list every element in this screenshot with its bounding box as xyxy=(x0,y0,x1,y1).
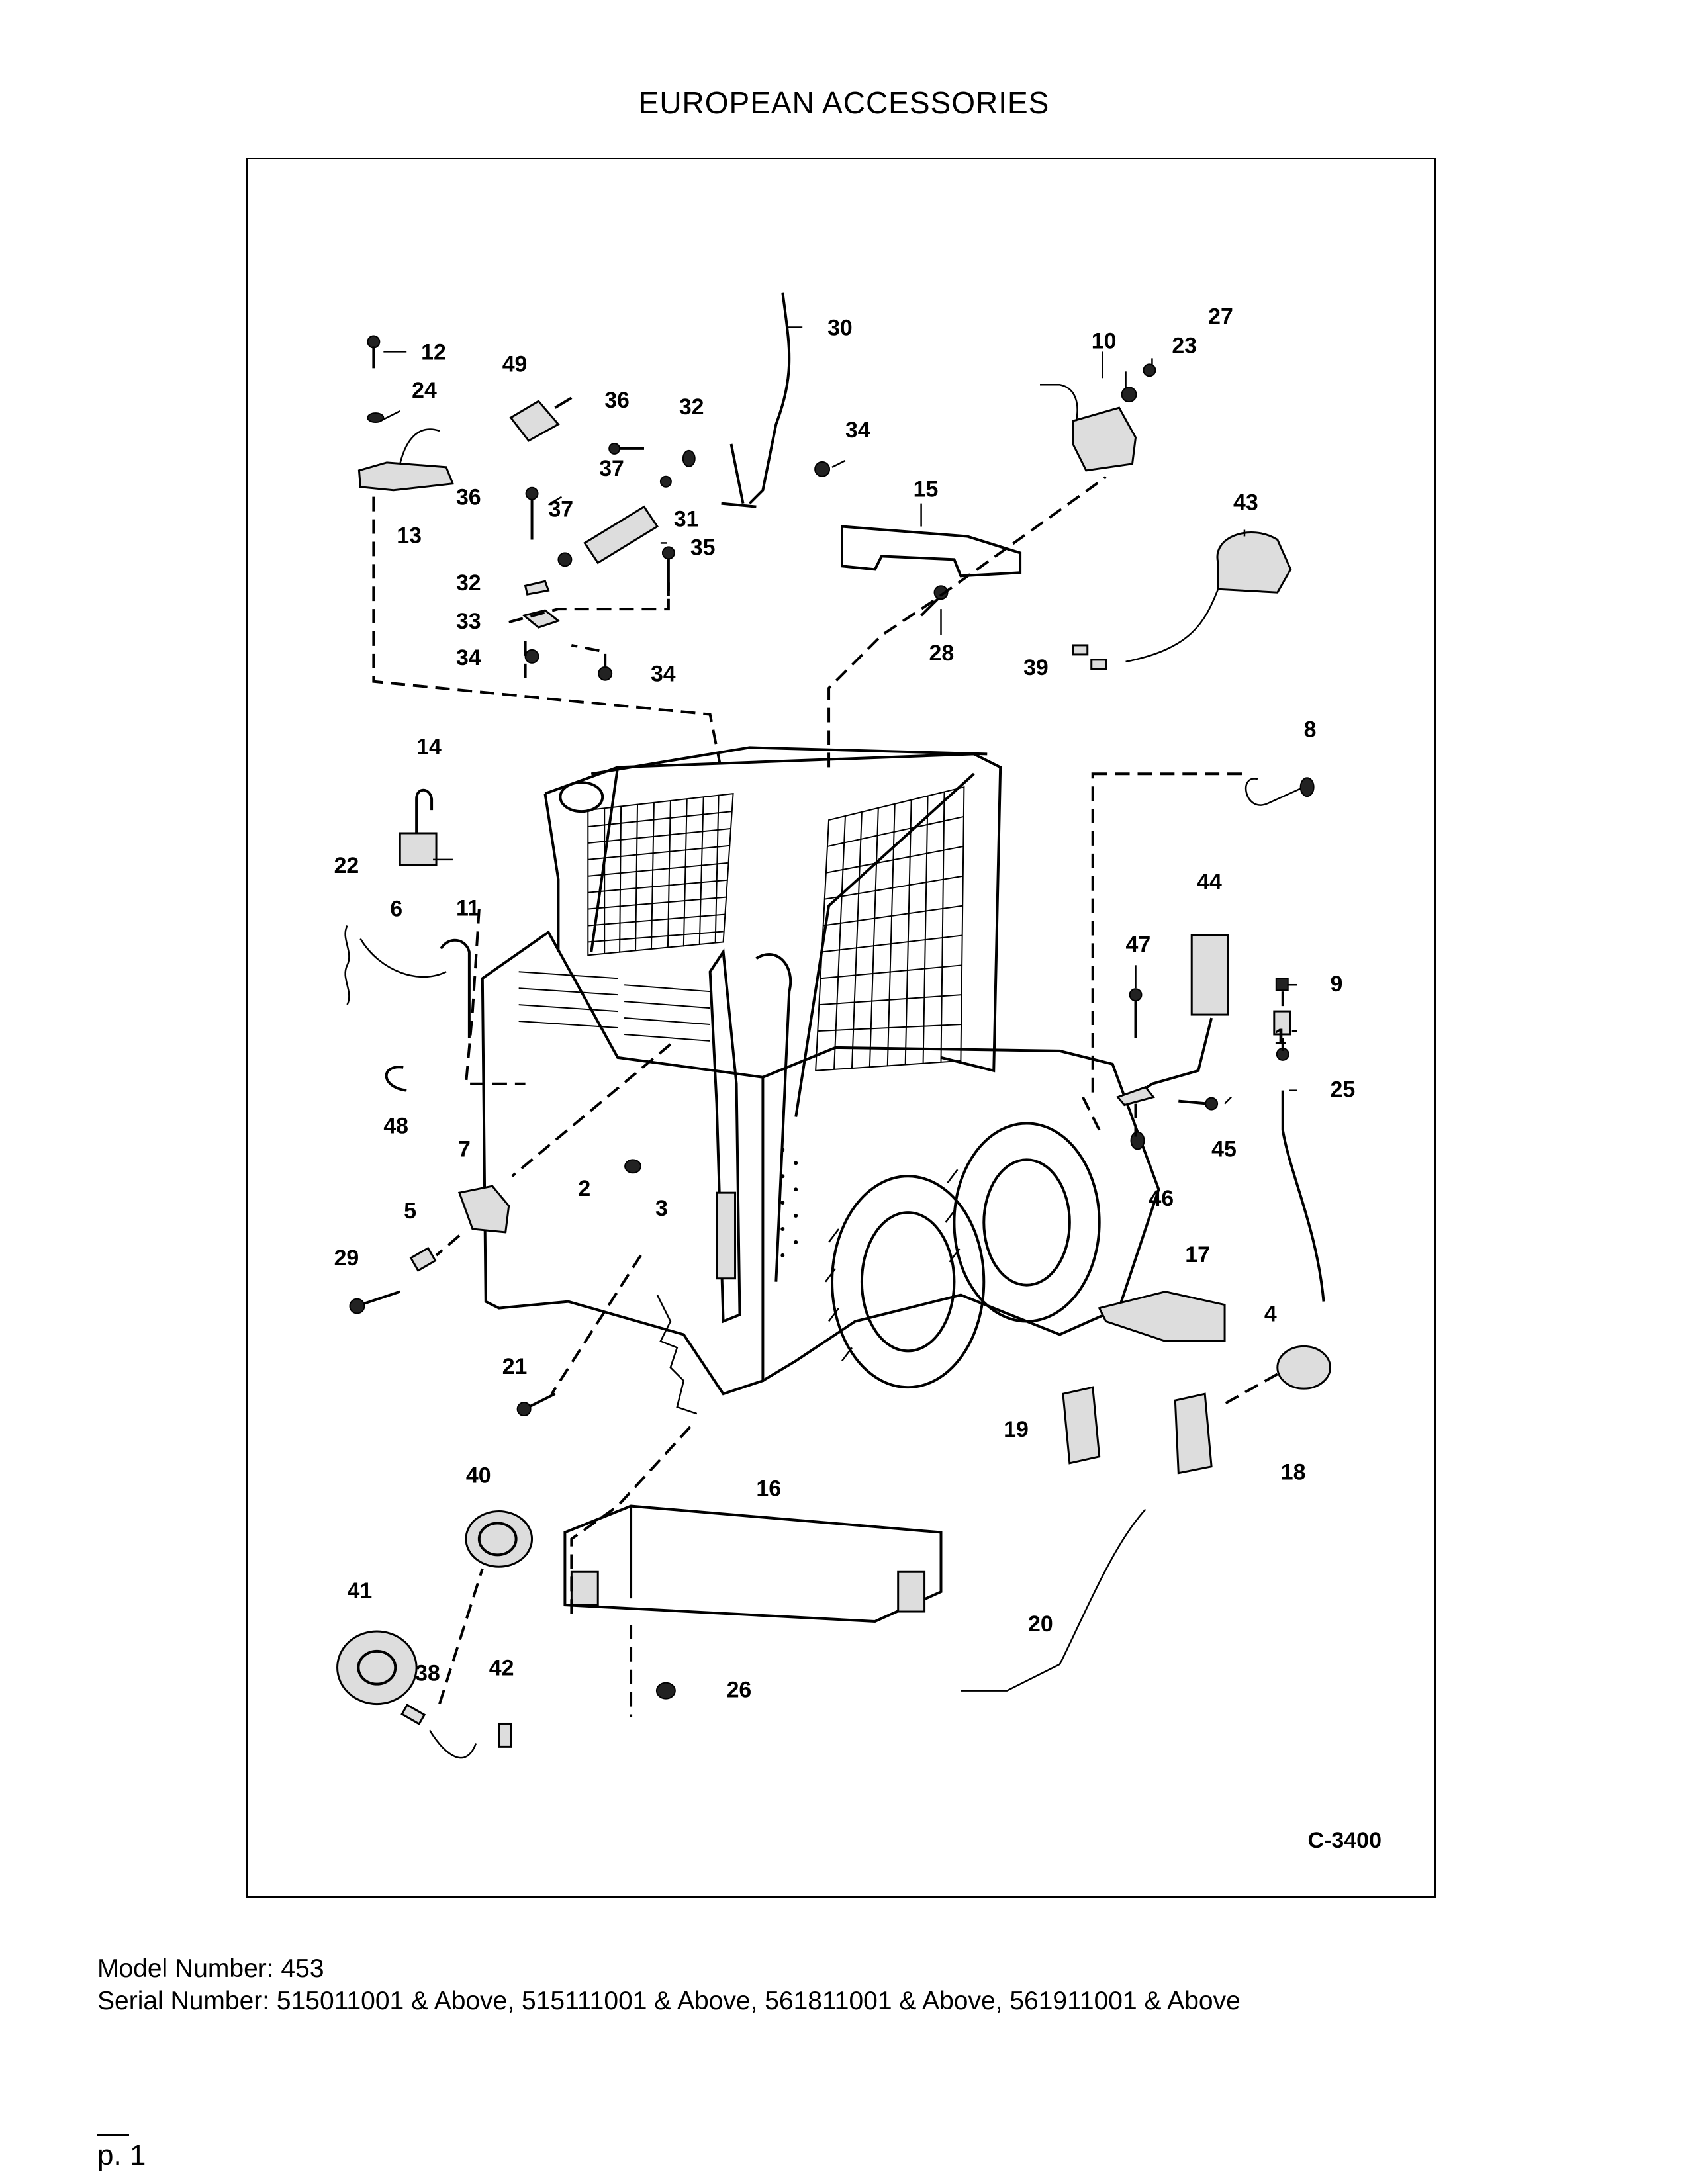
callout-label: 6 xyxy=(390,897,402,922)
callout-label: 13 xyxy=(397,523,422,548)
callout-label: 25 xyxy=(1331,1077,1356,1103)
callout-labels: 1 2 3 4 5 6 7 8 9 10 11 12 13 14 15 16 1… xyxy=(334,304,1356,1703)
callout-label: 42 xyxy=(489,1656,514,1681)
callout-label: 10 xyxy=(1092,328,1117,353)
callout-label: 18 xyxy=(1281,1460,1306,1485)
page-title: EUROPEAN ACCESSORIES xyxy=(638,85,1050,120)
callout-label: 21 xyxy=(502,1354,528,1379)
callout-label: 16 xyxy=(756,1477,781,1502)
parts-diagram: 1 2 3 4 5 6 7 8 9 10 11 12 13 14 15 16 1… xyxy=(246,158,1436,1898)
callout-label: 15 xyxy=(914,477,939,502)
callout-label: 34 xyxy=(845,418,870,443)
callout-label: 1 xyxy=(1274,1024,1287,1050)
page-number-rule xyxy=(97,2134,129,2136)
assembly-leader-lines xyxy=(372,476,1284,1717)
callout-label: 7 xyxy=(458,1136,471,1161)
callout-label: 31 xyxy=(674,507,699,532)
callout-label: 37 xyxy=(548,497,573,522)
callout-label: 24 xyxy=(412,378,437,403)
callout-label: 34 xyxy=(456,645,481,670)
callout-label: 39 xyxy=(1023,655,1049,680)
callout-label: 43 xyxy=(1233,490,1258,516)
exploded-view-drawing: 1 2 3 4 5 6 7 8 9 10 11 12 13 14 15 16 1… xyxy=(334,292,1356,1759)
callout-label: 46 xyxy=(1149,1186,1174,1211)
callout-label: 8 xyxy=(1304,717,1317,742)
callout-label: 32 xyxy=(456,570,481,596)
callout-label: 20 xyxy=(1028,1612,1053,1637)
callout-label: 37 xyxy=(599,456,624,481)
callout-label: 28 xyxy=(929,641,955,666)
model-number: Model Number: 453 xyxy=(97,1954,324,1983)
callout-label: 36 xyxy=(604,388,630,413)
callout-label: 33 xyxy=(456,609,481,634)
callout-label: 14 xyxy=(416,734,442,759)
callout-label: 29 xyxy=(334,1246,359,1271)
callout-label: 19 xyxy=(1004,1417,1029,1442)
callout-label: 36 xyxy=(456,485,481,510)
callout-label: 30 xyxy=(827,316,853,341)
callout-label: 9 xyxy=(1331,972,1343,997)
callout-label: 12 xyxy=(421,340,446,365)
callout-label: 4 xyxy=(1264,1302,1277,1327)
callout-label: 32 xyxy=(679,394,704,420)
callout-label: 11 xyxy=(456,896,480,921)
callout-label: 41 xyxy=(347,1578,372,1604)
drawing-reference-number: C-3400 xyxy=(1307,1828,1382,1853)
callout-label: 48 xyxy=(383,1113,408,1138)
callout-label: 26 xyxy=(727,1678,752,1703)
callout-label: 38 xyxy=(415,1661,440,1686)
page-number: p. 1 xyxy=(97,2139,146,2171)
serial-number: Serial Number: 515011001 & Above, 515111… xyxy=(97,1987,1241,2015)
callout-label: 2 xyxy=(578,1176,590,1201)
footer-info: Model Number: 453 Serial Number: 5150110… xyxy=(97,1952,1241,2017)
callout-label: 44 xyxy=(1197,870,1222,895)
callout-leaders xyxy=(379,326,1297,1105)
parts xyxy=(336,292,1332,1759)
callout-label: 45 xyxy=(1211,1136,1237,1161)
callout-label: 5 xyxy=(404,1199,416,1224)
callout-label: 17 xyxy=(1185,1242,1210,1267)
callout-label: 35 xyxy=(690,535,716,560)
callout-label: 22 xyxy=(334,853,359,878)
callout-label: 3 xyxy=(655,1196,668,1221)
callout-label: 49 xyxy=(502,351,528,377)
callout-label: 47 xyxy=(1126,932,1151,957)
callout-label: 23 xyxy=(1172,333,1197,358)
callout-label: 27 xyxy=(1208,304,1233,330)
callout-label: 34 xyxy=(651,662,676,687)
callout-label: 40 xyxy=(466,1463,491,1488)
skid-steer-loader-illustration xyxy=(481,746,1160,1415)
